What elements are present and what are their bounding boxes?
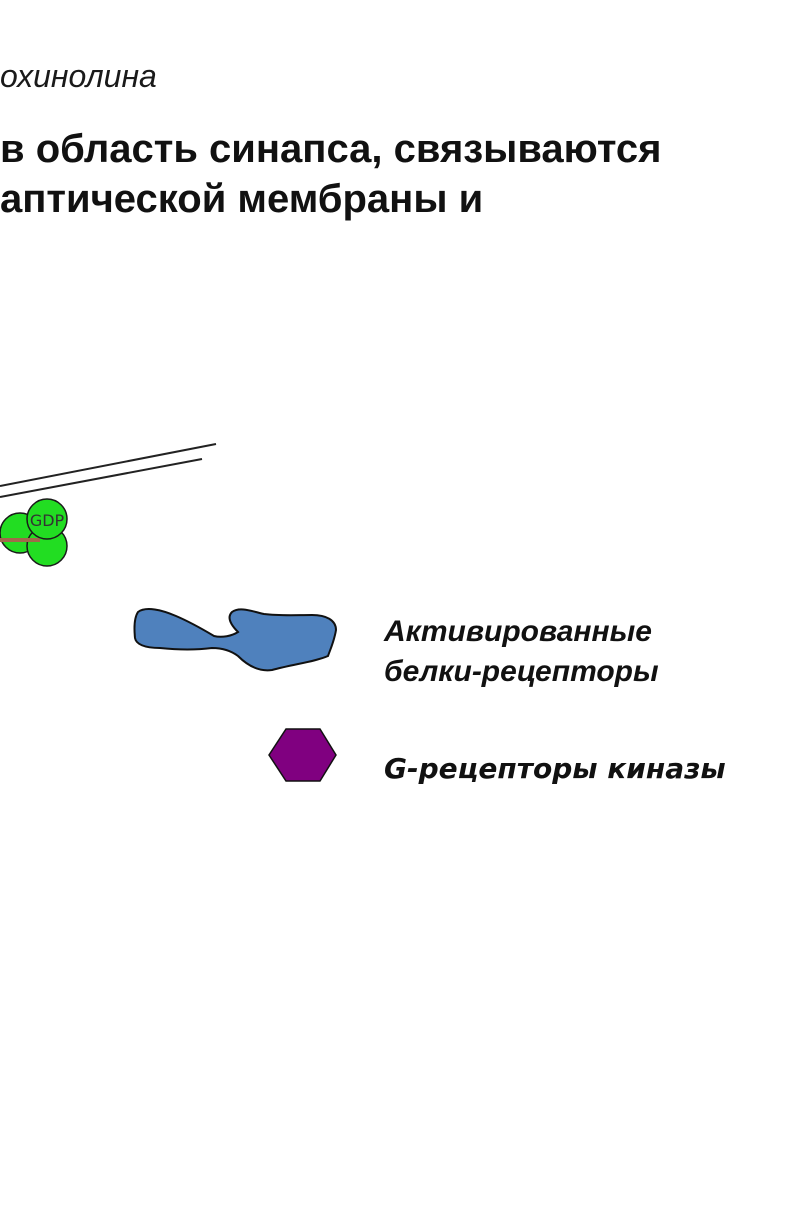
kinase-hexagon [268, 728, 337, 782]
heading-line-1: в область синапса, связываются [0, 127, 662, 171]
gdp-label: GDP [30, 511, 65, 530]
membrane-line-inner [0, 458, 203, 498]
legend-activated-receptors: Активированные белки-рецепторы [384, 612, 659, 692]
heading-line-2: аптической мембраны и [0, 177, 484, 221]
g-protein-gdp-subunit [26, 498, 68, 540]
subtitle: охинолина [0, 58, 157, 94]
legend-activated-receptors-line-1: Активированные [384, 615, 652, 648]
legend-g-receptor-kinases: G-рецепторы киназы [384, 752, 726, 785]
g-protein: GDP [0, 498, 68, 567]
slide-heading: в область синапса, связываются аптическо… [0, 124, 661, 224]
activated-receptor-shape [133, 608, 338, 672]
membrane-line-outer [0, 443, 217, 487]
legend-activated-receptors-line-2: белки-рецепторы [384, 655, 659, 688]
